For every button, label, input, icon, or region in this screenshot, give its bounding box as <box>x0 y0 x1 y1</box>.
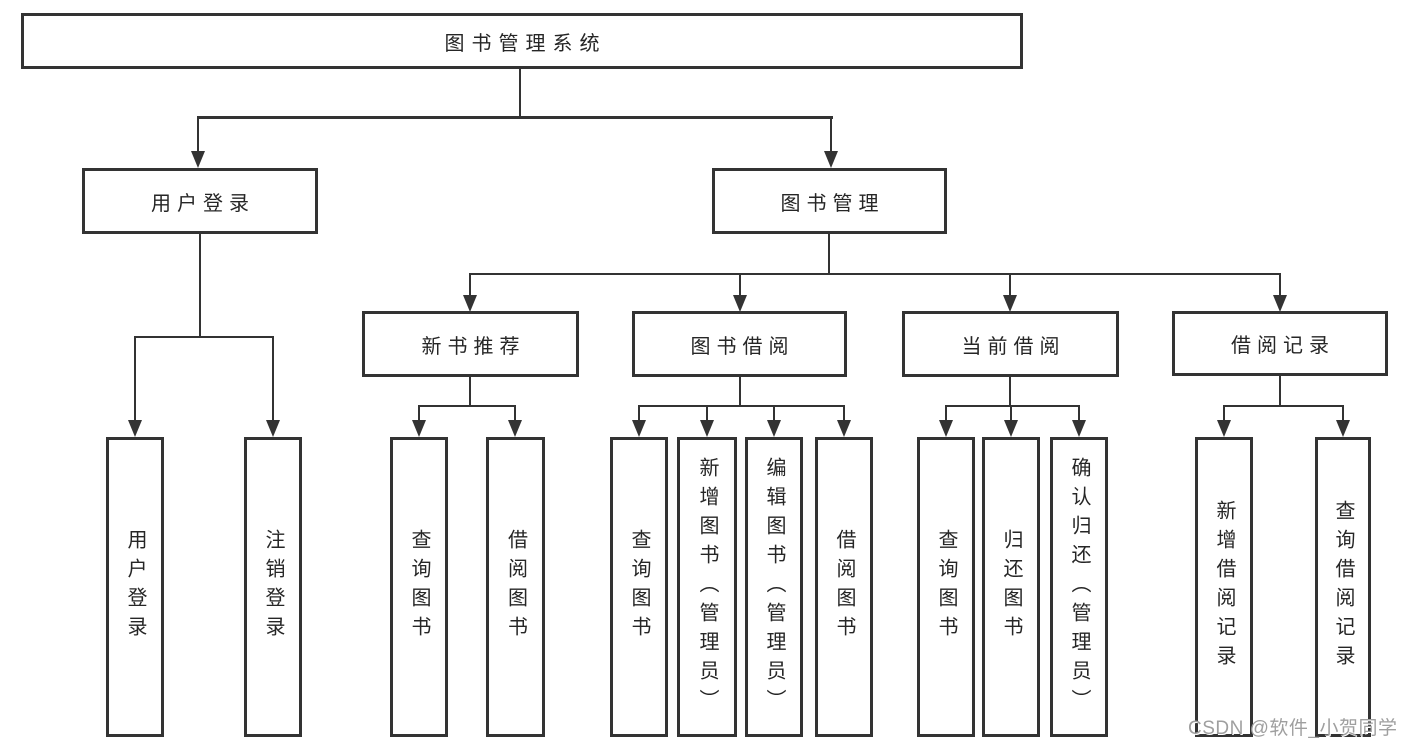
connector-drop <box>417 404 421 423</box>
connector-drop-user-login <box>196 116 200 152</box>
node-borrow-records: 借阅记录 <box>1172 311 1388 376</box>
arrowhead-leaf-logout <box>266 420 280 437</box>
arrowhead-leaf-login <box>128 420 142 437</box>
connector-user-login-branch <box>133 335 274 338</box>
connector-drop <box>1077 404 1081 423</box>
arrowhead-new-book <box>463 295 477 312</box>
node-new-book-recommend: 新书推荐 <box>362 311 579 377</box>
arrowhead-book-borrow <box>733 295 747 312</box>
leaf-borrow-books-borrow: 借阅图书 <box>815 437 873 737</box>
connector-drop-book-management <box>829 116 833 152</box>
arrowhead-leaf <box>412 420 426 437</box>
connector-book-mgmt-branch <box>468 272 1282 275</box>
leaf-edit-books-admin: 编辑图书（管理员） <box>745 437 803 737</box>
arrowhead-leaf <box>1217 420 1231 437</box>
connector-drop-current-borrow <box>1008 272 1012 297</box>
connector-currentborrow-stem <box>1008 376 1012 406</box>
leaf-add-books-admin: 新增图书（管理员） <box>677 437 737 737</box>
leaf-confirm-return-admin: 确认归还（管理员） <box>1050 437 1108 737</box>
connector-book-mgmt-stem <box>827 234 831 275</box>
arrowhead-leaf <box>767 420 781 437</box>
node-library-management-system: 图书管理系统 <box>21 13 1023 69</box>
connector-drop <box>1222 404 1226 423</box>
connector-currentborrow-branch <box>944 404 1080 407</box>
arrowhead-leaf <box>508 420 522 437</box>
leaf-query-borrow-record: 查询借阅记录 <box>1315 437 1371 737</box>
connector-records-branch <box>1222 404 1344 407</box>
connector-user-login-stem <box>198 234 202 338</box>
connector-root-stem <box>518 68 522 118</box>
node-current-borrow: 当前借阅 <box>902 311 1119 377</box>
connector-bookborrow-stem <box>738 377 742 406</box>
connector-drop <box>705 404 709 423</box>
connector-drop <box>637 404 641 423</box>
connector-drop-new-book <box>468 272 472 297</box>
connector-newbook-branch <box>417 404 517 407</box>
arrowhead-leaf <box>1004 420 1018 437</box>
arrowhead-user-login <box>191 151 205 168</box>
leaf-query-books-borrow: 查询图书 <box>610 437 668 737</box>
connector-root-branch <box>196 116 833 119</box>
node-book-borrow: 图书借阅 <box>632 311 847 377</box>
connector-drop-leaf-login <box>133 335 137 422</box>
leaf-user-login: 用户登录 <box>106 437 164 737</box>
connector-drop-book-borrow <box>738 272 742 297</box>
arrowhead-leaf <box>700 420 714 437</box>
arrowhead-leaf <box>1336 420 1350 437</box>
arrowhead-leaf <box>1072 420 1086 437</box>
leaf-return-books: 归还图书 <box>982 437 1040 737</box>
connector-drop <box>944 404 948 423</box>
arrowhead-book-management <box>824 151 838 168</box>
leaf-logout-login: 注销登录 <box>244 437 302 737</box>
node-user-login: 用户登录 <box>82 168 318 234</box>
arrowhead-current-borrow <box>1003 295 1017 312</box>
arrowhead-leaf <box>939 420 953 437</box>
leaf-query-books-newbook: 查询图书 <box>390 437 448 737</box>
connector-records-stem <box>1278 375 1282 406</box>
connector-drop <box>772 404 776 423</box>
csdn-watermark: CSDN @软件_小贺同学 <box>1188 718 1398 739</box>
leaf-add-borrow-record: 新增借阅记录 <box>1195 437 1253 737</box>
node-book-management: 图书管理 <box>712 168 947 234</box>
connector-bookborrow-branch <box>637 404 845 407</box>
connector-drop <box>1009 404 1013 423</box>
leaf-query-books-current: 查询图书 <box>917 437 975 737</box>
arrowhead-borrow-records <box>1273 295 1287 312</box>
connector-drop <box>513 404 517 423</box>
connector-drop <box>1341 404 1345 423</box>
connector-drop <box>842 404 846 423</box>
connector-drop-borrow-records <box>1278 272 1282 297</box>
connector-drop-leaf-logout <box>271 335 275 422</box>
leaf-borrow-books-newbook: 借阅图书 <box>486 437 545 737</box>
connector-newbook-stem <box>468 377 472 406</box>
arrowhead-leaf <box>837 420 851 437</box>
arrowhead-leaf <box>632 420 646 437</box>
